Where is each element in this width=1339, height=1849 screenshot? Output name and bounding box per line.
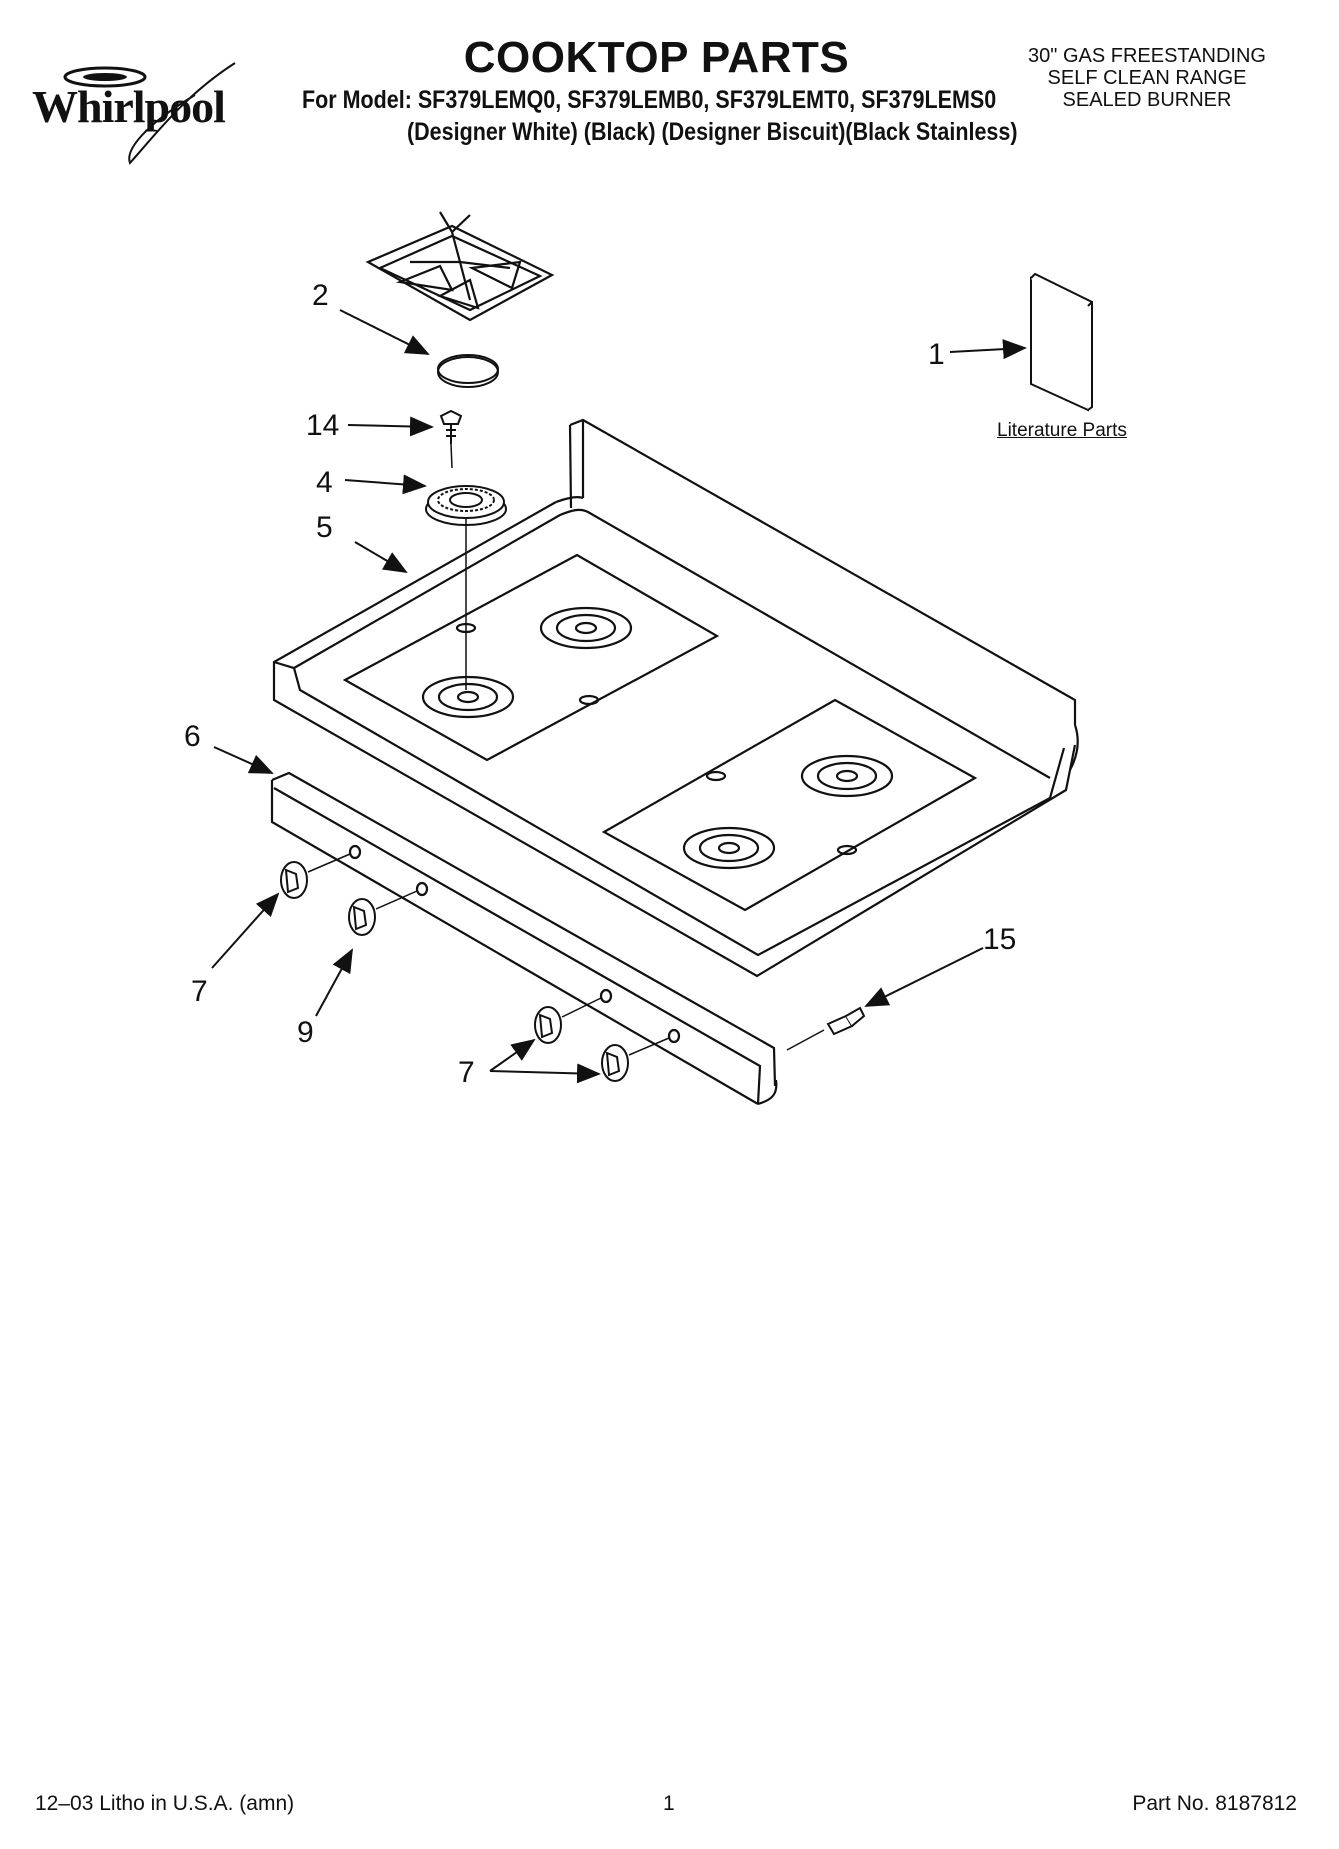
knob-leader-lines bbox=[307, 853, 825, 1056]
part-number: Part No. 8187812 bbox=[1132, 1792, 1297, 1815]
callout-1: 1 bbox=[928, 338, 945, 371]
callout-15: 15 bbox=[983, 923, 1017, 956]
burner-screw bbox=[439, 409, 463, 469]
callout-7: 7 bbox=[458, 1056, 475, 1089]
literature-booklet bbox=[1030, 272, 1093, 412]
page-title: COOKTOP PARTS bbox=[463, 33, 850, 82]
cooktop-main-top bbox=[272, 418, 1079, 978]
callout-6: 6 bbox=[184, 720, 201, 753]
brand-logo-text: Whirlpool bbox=[32, 81, 226, 132]
spec-line: 30" GAS FREESTANDING bbox=[1028, 45, 1266, 67]
callout-4: 4 bbox=[316, 466, 333, 499]
control-knob bbox=[348, 898, 376, 936]
literature-parts-label: Literature Parts bbox=[997, 420, 1127, 441]
burner-grate bbox=[365, 211, 555, 322]
control-panel-trim bbox=[270, 771, 778, 1106]
litho-footer: 12–03 Litho in U.S.A. (amn) bbox=[35, 1792, 295, 1815]
callout-14: 14 bbox=[306, 409, 340, 442]
callout-5: 5 bbox=[316, 511, 333, 544]
callout-7: 7 bbox=[191, 975, 208, 1008]
control-knob bbox=[601, 1044, 629, 1082]
panel-screw bbox=[826, 1006, 866, 1036]
burner-cap bbox=[437, 354, 499, 388]
callout-arrows bbox=[211, 309, 1027, 1084]
callout-9: 9 bbox=[297, 1016, 314, 1049]
model-numbers: For Model: SF379LEMQ0, SF379LEMB0, SF379… bbox=[302, 86, 997, 114]
page-number: 1 bbox=[663, 1792, 675, 1815]
control-knob bbox=[280, 861, 308, 899]
whirlpool-logo bbox=[63, 62, 236, 165]
model-colors: (Designer White) (Black) (Designer Biscu… bbox=[407, 118, 1018, 146]
control-knob bbox=[534, 1006, 562, 1044]
burner-base bbox=[425, 485, 507, 690]
callout-2: 2 bbox=[312, 279, 329, 312]
product-spec: 30" GAS FREESTANDING SELF CLEAN RANGE SE… bbox=[997, 45, 1297, 111]
spec-line: SELF CLEAN RANGE bbox=[1047, 67, 1247, 89]
spec-line: SEALED BURNER bbox=[1062, 89, 1232, 111]
